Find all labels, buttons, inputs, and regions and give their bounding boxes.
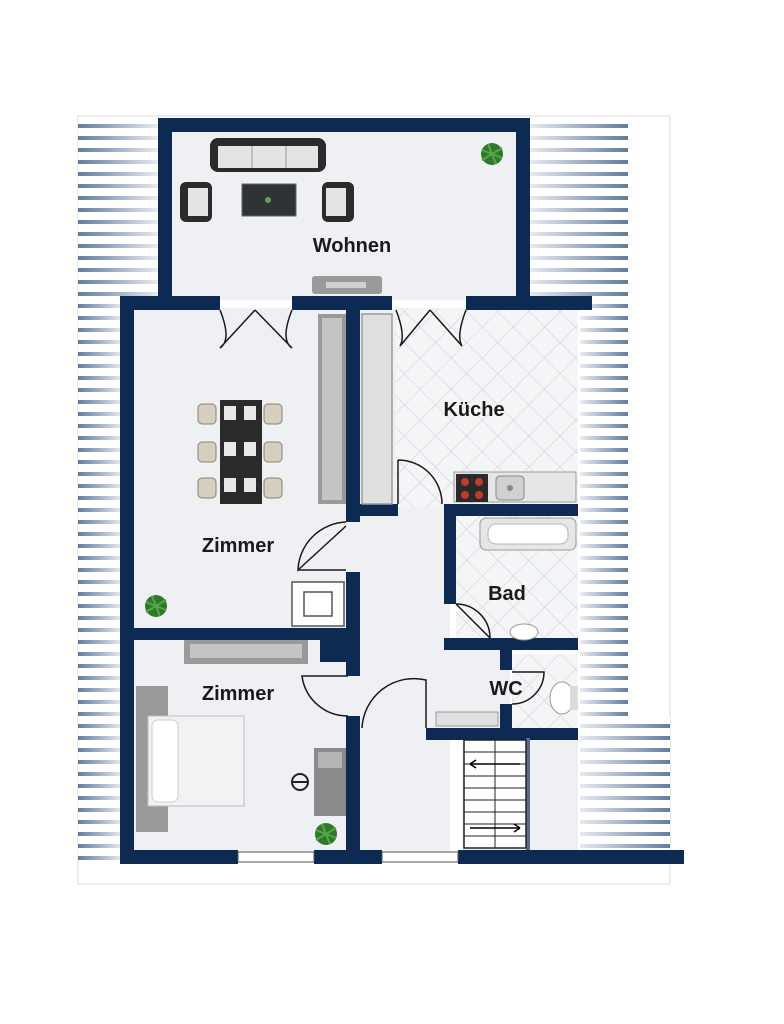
dining-table-icon — [197, 400, 283, 504]
room-label-zimmer-1: Zimmer — [202, 535, 274, 557]
room-labels: Wohnen Küche Zimmer Zimmer Bad WC — [202, 235, 526, 705]
wc-fixtures — [435, 681, 578, 727]
room-label-wohnen: Wohnen — [313, 235, 392, 257]
room-label-bad: Bad — [488, 583, 526, 605]
desk-icon — [314, 748, 346, 816]
living-room-furniture — [180, 138, 503, 294]
dresser-icon — [184, 640, 308, 664]
sink-icon — [509, 623, 539, 641]
windows — [237, 851, 459, 863]
wardrobe-icon — [361, 313, 393, 505]
radiator-icon — [435, 711, 499, 727]
stove-icon — [456, 474, 488, 502]
roof-slope-hatching — [78, 118, 670, 862]
bathtub-icon — [479, 517, 577, 551]
cabinet-icon — [291, 581, 345, 627]
bathroom-fixtures — [479, 517, 577, 641]
room-label-wc: WC — [489, 678, 522, 700]
bed-icon — [136, 686, 245, 832]
stairs-icon — [463, 739, 527, 849]
kitchen-fixtures — [453, 471, 577, 503]
room-label-kueche: Küche — [443, 399, 504, 421]
plant-icon — [481, 143, 503, 165]
sideboard-icon — [312, 276, 382, 294]
coffee-table-icon — [241, 183, 297, 217]
sink-icon — [495, 475, 525, 501]
plant-icon — [145, 595, 167, 617]
armchair-icon — [180, 182, 212, 222]
toilet-icon — [549, 681, 578, 715]
chair-icon — [291, 773, 309, 791]
room-2-furniture — [136, 640, 346, 845]
sofa-icon — [210, 138, 326, 172]
armchair-icon — [322, 182, 354, 222]
doors — [219, 309, 545, 729]
room-label-zimmer-2: Zimmer — [202, 683, 274, 705]
room-1-furniture — [145, 313, 393, 627]
walls — [120, 118, 684, 864]
wardrobe-icon — [318, 314, 346, 504]
plant-icon — [315, 823, 337, 845]
